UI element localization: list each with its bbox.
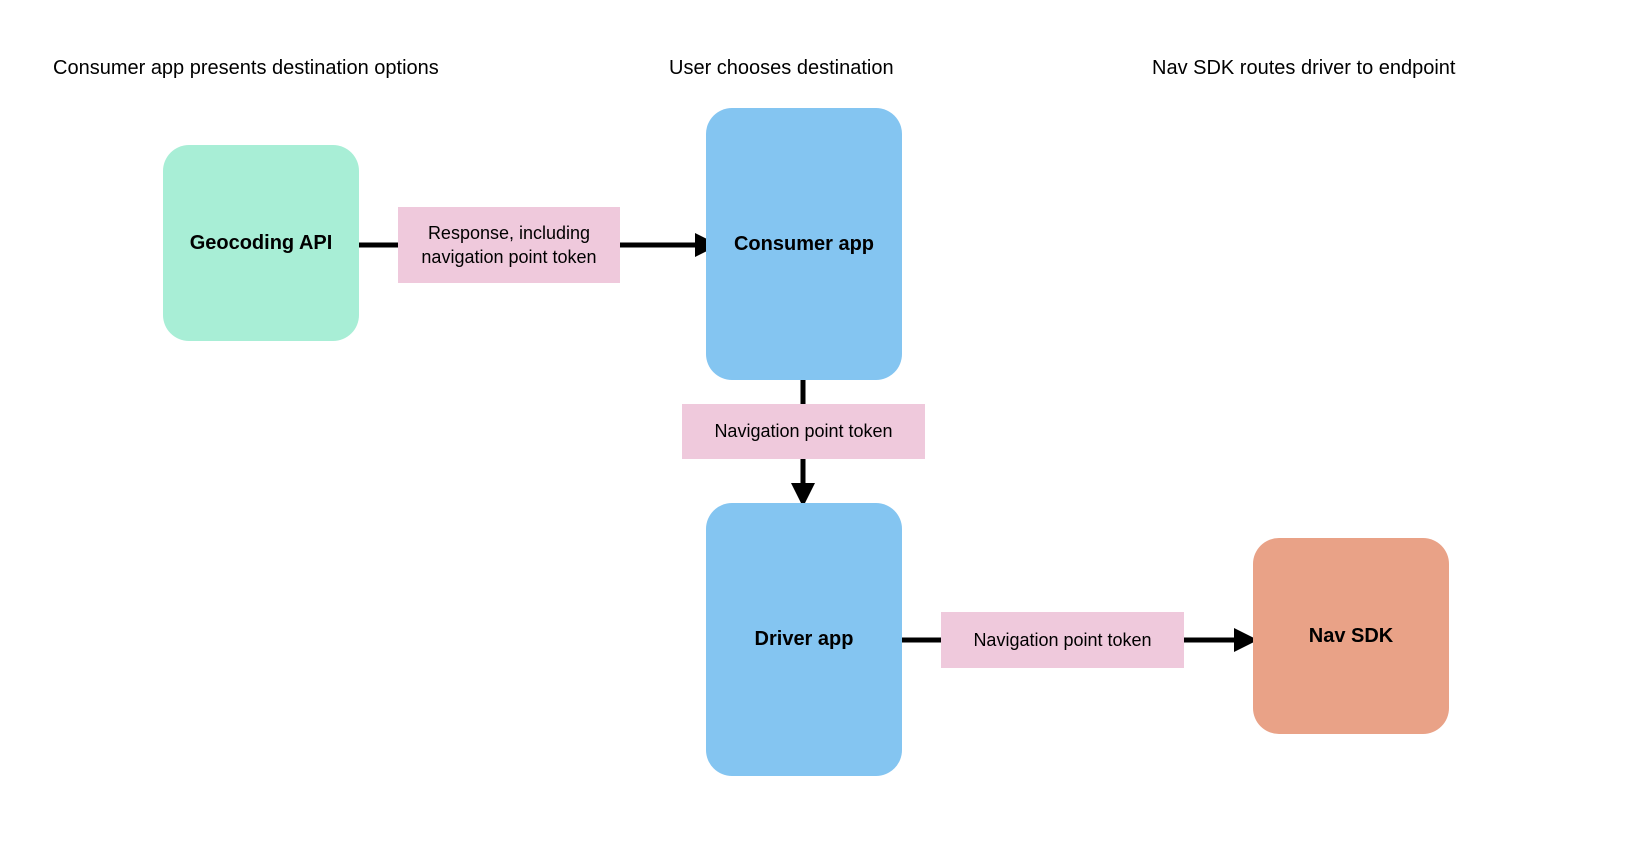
edge-label-geocoding-to-consumer: Response, including navigation point tok… [398, 207, 620, 283]
column-header-consumer-options: Consumer app presents destination option… [53, 57, 439, 79]
edge-label-text-geocoding-to-consumer: Response, including navigation point tok… [421, 222, 597, 267]
node-label-driver-app: Driver app [754, 628, 854, 650]
column-header-nav-routes: Nav SDK routes driver to endpoint [1152, 57, 1456, 79]
node-label-consumer-app: Consumer app [733, 232, 875, 255]
edge-label-text-consumer-to-driver: Navigation point token [714, 421, 893, 442]
node-label-geocoding-api: Geocoding API [189, 231, 333, 254]
node-consumer-app[interactable]: Consumer app [706, 108, 902, 380]
edge-label-text-driver-to-navsdk: Navigation point token [973, 629, 1152, 650]
node-geocoding-api[interactable]: Geocoding API [163, 145, 359, 341]
node-nav-sdk[interactable]: Nav SDK [1253, 538, 1449, 734]
column-header-user-chooses: User chooses destination [669, 57, 894, 79]
node-label-nav-sdk: Nav SDK [1308, 624, 1394, 647]
edge-label-driver-to-navsdk: Navigation point token [941, 612, 1184, 668]
edge-label-consumer-to-driver: Navigation point token [682, 404, 925, 459]
node-driver-app[interactable]: Driver app [706, 503, 902, 776]
